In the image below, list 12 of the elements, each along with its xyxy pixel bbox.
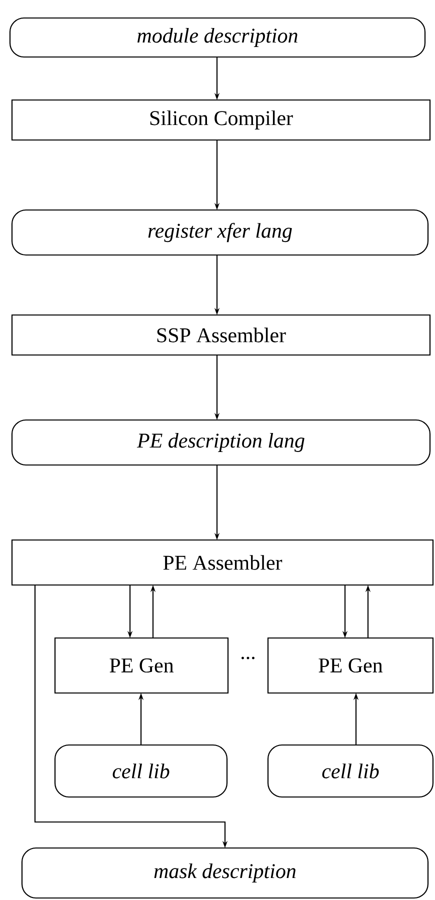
data-box: PE description lang <box>11 419 431 466</box>
data-box: module description <box>9 17 426 58</box>
ellipsis: ... <box>242 656 254 660</box>
data-box: cell lib <box>54 744 228 798</box>
process-box: SSP Assembler <box>11 314 431 356</box>
process-box: PE Gen <box>267 637 434 694</box>
process-box: Silicon Compiler <box>11 99 431 141</box>
data-box: register xfer lang <box>11 209 429 256</box>
data-box: mask description <box>21 847 429 899</box>
process-box: PE Assembler <box>11 539 434 586</box>
process-box: PE Gen <box>54 637 229 694</box>
data-box: cell lib <box>267 744 434 798</box>
